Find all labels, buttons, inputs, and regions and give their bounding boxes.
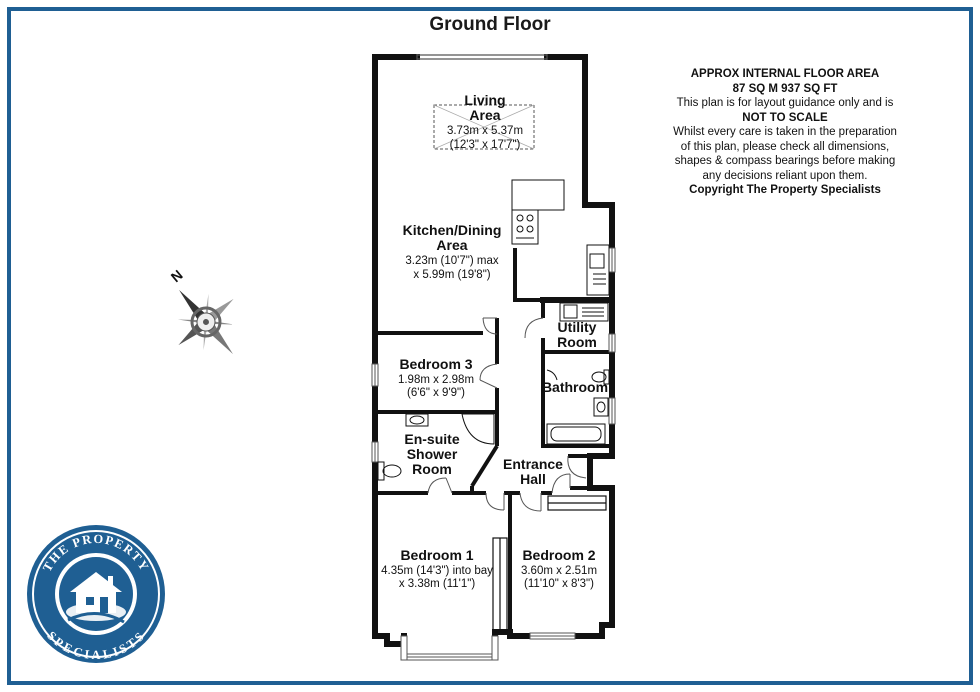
info-disclaimer-2: Whilst every care is taken in the prepar… bbox=[673, 126, 897, 138]
house-icon bbox=[66, 572, 126, 624]
outer-walls bbox=[372, 54, 615, 657]
bedroom3-dim-2: (6'6" x 9'9") bbox=[407, 387, 465, 399]
kitchen-dim-2: x 5.99m (19'8") bbox=[413, 269, 490, 281]
info-disclaimer-1: This plan is for layout guidance only an… bbox=[676, 97, 894, 109]
info-not-to-scale: NOT TO SCALE bbox=[742, 111, 828, 124]
compass-north-label: N bbox=[168, 267, 186, 286]
info-disclaimer-4: shapes & compass bearings before making bbox=[674, 155, 896, 167]
ensuite-fixtures bbox=[377, 413, 495, 481]
room-bedroom-2: Bedroom 2 3.60m x 2.51m (11'10" x 8'3") bbox=[521, 547, 597, 590]
company-logo: THE PROPERTY SPECIALISTS bbox=[27, 525, 165, 663]
living-name-1: Living bbox=[464, 92, 505, 108]
info-copyright: Copyright The Property Specialists bbox=[689, 184, 881, 196]
page-border bbox=[7, 7, 973, 685]
room-entrance-hall: Entrance Hall bbox=[503, 456, 563, 487]
room-utility: Utility Room bbox=[557, 319, 597, 350]
kitchen-hob bbox=[511, 209, 539, 245]
bathroom-fixtures bbox=[546, 369, 610, 445]
floor-title: Ground Floor bbox=[429, 14, 551, 35]
living-dim-1: 3.73m x 5.37m bbox=[447, 125, 523, 137]
bathroom-name: Bathroom bbox=[542, 379, 608, 395]
internal-walls bbox=[377, 248, 612, 632]
bedroom1-dim-2: x 3.38m (11'1") bbox=[399, 578, 476, 590]
bedroom2-name: Bedroom 2 bbox=[522, 547, 595, 563]
room-ensuite: En-suite Shower Room bbox=[404, 431, 459, 477]
living-rooflight bbox=[433, 104, 535, 150]
kitchen-name-1: Kitchen/Dining bbox=[403, 222, 502, 238]
bedroom1-name: Bedroom 1 bbox=[400, 547, 473, 563]
room-bedroom-3: Bedroom 3 1.98m x 2.98m (6'6" x 9'9") bbox=[398, 356, 474, 399]
kitchen-dim-1: 3.23m (10'7") max bbox=[405, 255, 498, 267]
bedroom2-dim-2: (11'10" x 8'3") bbox=[524, 578, 594, 590]
info-area-value: 87 SQ M 937 SQ FT bbox=[732, 82, 838, 95]
floor-area-info: APPROX INTERNAL FLOOR AREA 87 SQ M 937 S… bbox=[660, 67, 910, 198]
bedroom1-dim-1: 4.35m (14'3") into bay bbox=[381, 565, 493, 577]
info-disclaimer-5: any decisions reliant upon them. bbox=[702, 169, 868, 182]
living-sliding-door bbox=[416, 54, 548, 60]
door-swings bbox=[427, 317, 587, 512]
bedroom3-name: Bedroom 3 bbox=[399, 356, 472, 372]
living-name-2: Area bbox=[469, 107, 500, 123]
utility-name-2: Room bbox=[557, 334, 597, 350]
bedroom3-dim-1: 1.98m x 2.98m bbox=[398, 374, 474, 386]
bedroom1-wardrobe bbox=[492, 537, 508, 633]
compass-rose-icon bbox=[177, 289, 235, 355]
room-living-area: Living Area 3.73m x 5.37m (12'3" x 17'7"… bbox=[447, 92, 523, 151]
utility-name-1: Utility bbox=[558, 319, 597, 335]
rooflight-diagonals bbox=[433, 104, 535, 150]
hall-name-2: Hall bbox=[520, 471, 546, 487]
ensuite-name-2: Shower bbox=[407, 446, 458, 462]
info-area-heading: APPROX INTERNAL FLOOR AREA bbox=[690, 68, 880, 80]
kitchen-island bbox=[511, 179, 565, 211]
kitchen-sink bbox=[586, 244, 610, 296]
info-disclaimer-3: of this plan, please check all dimension… bbox=[680, 140, 890, 153]
ensuite-name-3: Room bbox=[412, 461, 452, 477]
room-kitchen-dining: Kitchen/Dining Area 3.23m (10'7") max x … bbox=[403, 222, 502, 281]
room-bathroom: Bathroom bbox=[542, 379, 608, 395]
living-dim-2: (12'3" x 17'7") bbox=[450, 139, 521, 151]
bedroom2-wardrobe bbox=[547, 495, 607, 511]
utility-sink bbox=[559, 302, 609, 322]
bedroom2-dim-1: 3.60m x 2.51m bbox=[521, 565, 597, 577]
kitchen-name-2: Area bbox=[436, 237, 467, 253]
room-bedroom-1: Bedroom 1 4.35m (14'3") into bay x 3.38m… bbox=[381, 547, 493, 590]
ensuite-name-1: En-suite bbox=[404, 431, 459, 447]
hall-name-1: Entrance bbox=[503, 456, 563, 472]
